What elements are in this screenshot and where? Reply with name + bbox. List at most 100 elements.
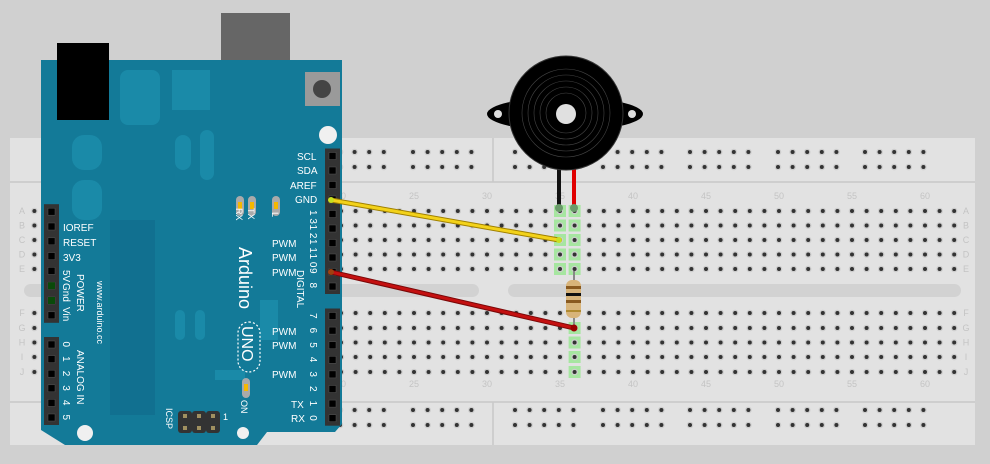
- header-pin[interactable]: [47, 222, 56, 231]
- header-pin[interactable]: [328, 239, 337, 247]
- header-pin[interactable]: [328, 253, 337, 262]
- header-pin[interactable]: [47, 355, 56, 363]
- hole-center: [527, 423, 532, 427]
- label-vin: Vin: [60, 307, 71, 321]
- gnd-wire[interactable]: [329, 198, 561, 242]
- hole-center: [776, 423, 780, 427]
- wire-endpoint[interactable]: [328, 269, 334, 275]
- hole-center: [397, 355, 402, 359]
- header-pin[interactable]: [47, 340, 56, 349]
- wire-endpoint[interactable]: [328, 197, 334, 203]
- hole-center: [601, 408, 605, 412]
- header-pin[interactable]: [328, 224, 337, 233]
- icsp-pin: [183, 426, 187, 430]
- wire-endpoint[interactable]: [556, 237, 562, 243]
- hole-center: [731, 408, 736, 412]
- label-3v3: 3V3: [63, 253, 81, 264]
- row-label: I: [21, 352, 24, 362]
- hole-center: [353, 326, 358, 330]
- hole-center: [820, 326, 825, 330]
- piezo-buzzer[interactable]: [487, 55, 643, 212]
- header-pin[interactable]: [47, 237, 56, 246]
- hole-center: [411, 408, 415, 412]
- hole-center: [660, 311, 665, 315]
- header-pin[interactable]: [47, 399, 56, 407]
- header-pin[interactable]: [47, 384, 56, 393]
- hole-center: [790, 150, 795, 154]
- on-led-light: [244, 384, 248, 391]
- hole-center: [819, 408, 824, 412]
- hole-center: [543, 311, 548, 315]
- header-pin[interactable]: [328, 385, 337, 393]
- hole-center: [923, 370, 927, 374]
- header-pin[interactable]: [328, 181, 337, 189]
- hole-center: [426, 355, 431, 359]
- hole-center: [746, 408, 751, 412]
- arduino-uno-board[interactable]: SCL SDA AREF GND PWM PWM PWM PWM PWM PWM…: [41, 13, 342, 445]
- hole-center: [892, 165, 897, 169]
- hole-center: [733, 238, 738, 242]
- hole-center: [542, 408, 547, 412]
- hole-center: [514, 252, 519, 257]
- arduino-logo-text: Arduino: [235, 247, 255, 309]
- hole-center: [558, 340, 562, 345]
- hole-center: [616, 311, 621, 315]
- label-digital: DIGITAL: [294, 270, 305, 309]
- hole-center: [877, 408, 882, 412]
- hole-center: [908, 326, 913, 330]
- reset-button-cap: [313, 80, 331, 98]
- hole-center: [630, 150, 635, 154]
- hole-center: [397, 311, 402, 315]
- hole-center: [352, 150, 357, 154]
- header-pin[interactable]: [328, 166, 337, 175]
- header-pin[interactable]: [47, 252, 56, 260]
- row-label: J: [964, 367, 969, 377]
- header-pin[interactable]: [47, 413, 56, 422]
- header-pin[interactable]: [328, 312, 337, 320]
- pin9-wire[interactable]: [329, 270, 576, 330]
- header-pin[interactable]: [47, 369, 56, 378]
- hole-center: [834, 423, 839, 427]
- row-label: E: [19, 264, 25, 274]
- header-pin[interactable]: [328, 282, 337, 291]
- hole-center: [747, 355, 752, 359]
- hole-center: [631, 326, 635, 330]
- hole-center: [777, 252, 781, 257]
- hole-center: [762, 311, 767, 315]
- header-pin[interactable]: [47, 207, 56, 216]
- hole-center: [528, 311, 533, 315]
- wires[interactable]: [328, 197, 578, 332]
- hole-center: [426, 209, 431, 213]
- buzzer-lead-end: [555, 204, 563, 212]
- hole-center: [660, 209, 665, 213]
- resistor[interactable]: [566, 271, 581, 328]
- hole-center: [952, 209, 957, 213]
- digital-pin-number: 2: [307, 386, 318, 392]
- hole-center: [674, 340, 679, 345]
- hole-center: [454, 165, 459, 169]
- header-pin[interactable]: [47, 311, 56, 320]
- hole-center: [425, 150, 430, 154]
- header-pin[interactable]: [328, 210, 337, 218]
- column-label: 55: [847, 379, 857, 389]
- hole-center: [426, 311, 431, 315]
- header-pin[interactable]: [328, 341, 337, 349]
- hole-center: [485, 370, 489, 374]
- header-pin[interactable]: [47, 267, 56, 275]
- hole-center: [514, 370, 519, 374]
- header-pin[interactable]: [328, 326, 337, 335]
- hole-center: [397, 370, 402, 374]
- hole-center: [908, 311, 913, 315]
- header-pin[interactable]: [328, 152, 337, 160]
- wire-endpoint[interactable]: [570, 324, 578, 332]
- hole-center: [470, 238, 475, 242]
- hole-center: [543, 252, 548, 257]
- header-pin[interactable]: [328, 370, 337, 379]
- digital-pin-number: 1 1: [307, 239, 318, 253]
- header-pin[interactable]: [328, 399, 337, 408]
- header-pin[interactable]: [328, 356, 337, 364]
- hole-center: [645, 223, 650, 228]
- mounting-hole: [237, 427, 249, 439]
- hole-center: [717, 150, 722, 154]
- header-pin[interactable]: [328, 414, 337, 422]
